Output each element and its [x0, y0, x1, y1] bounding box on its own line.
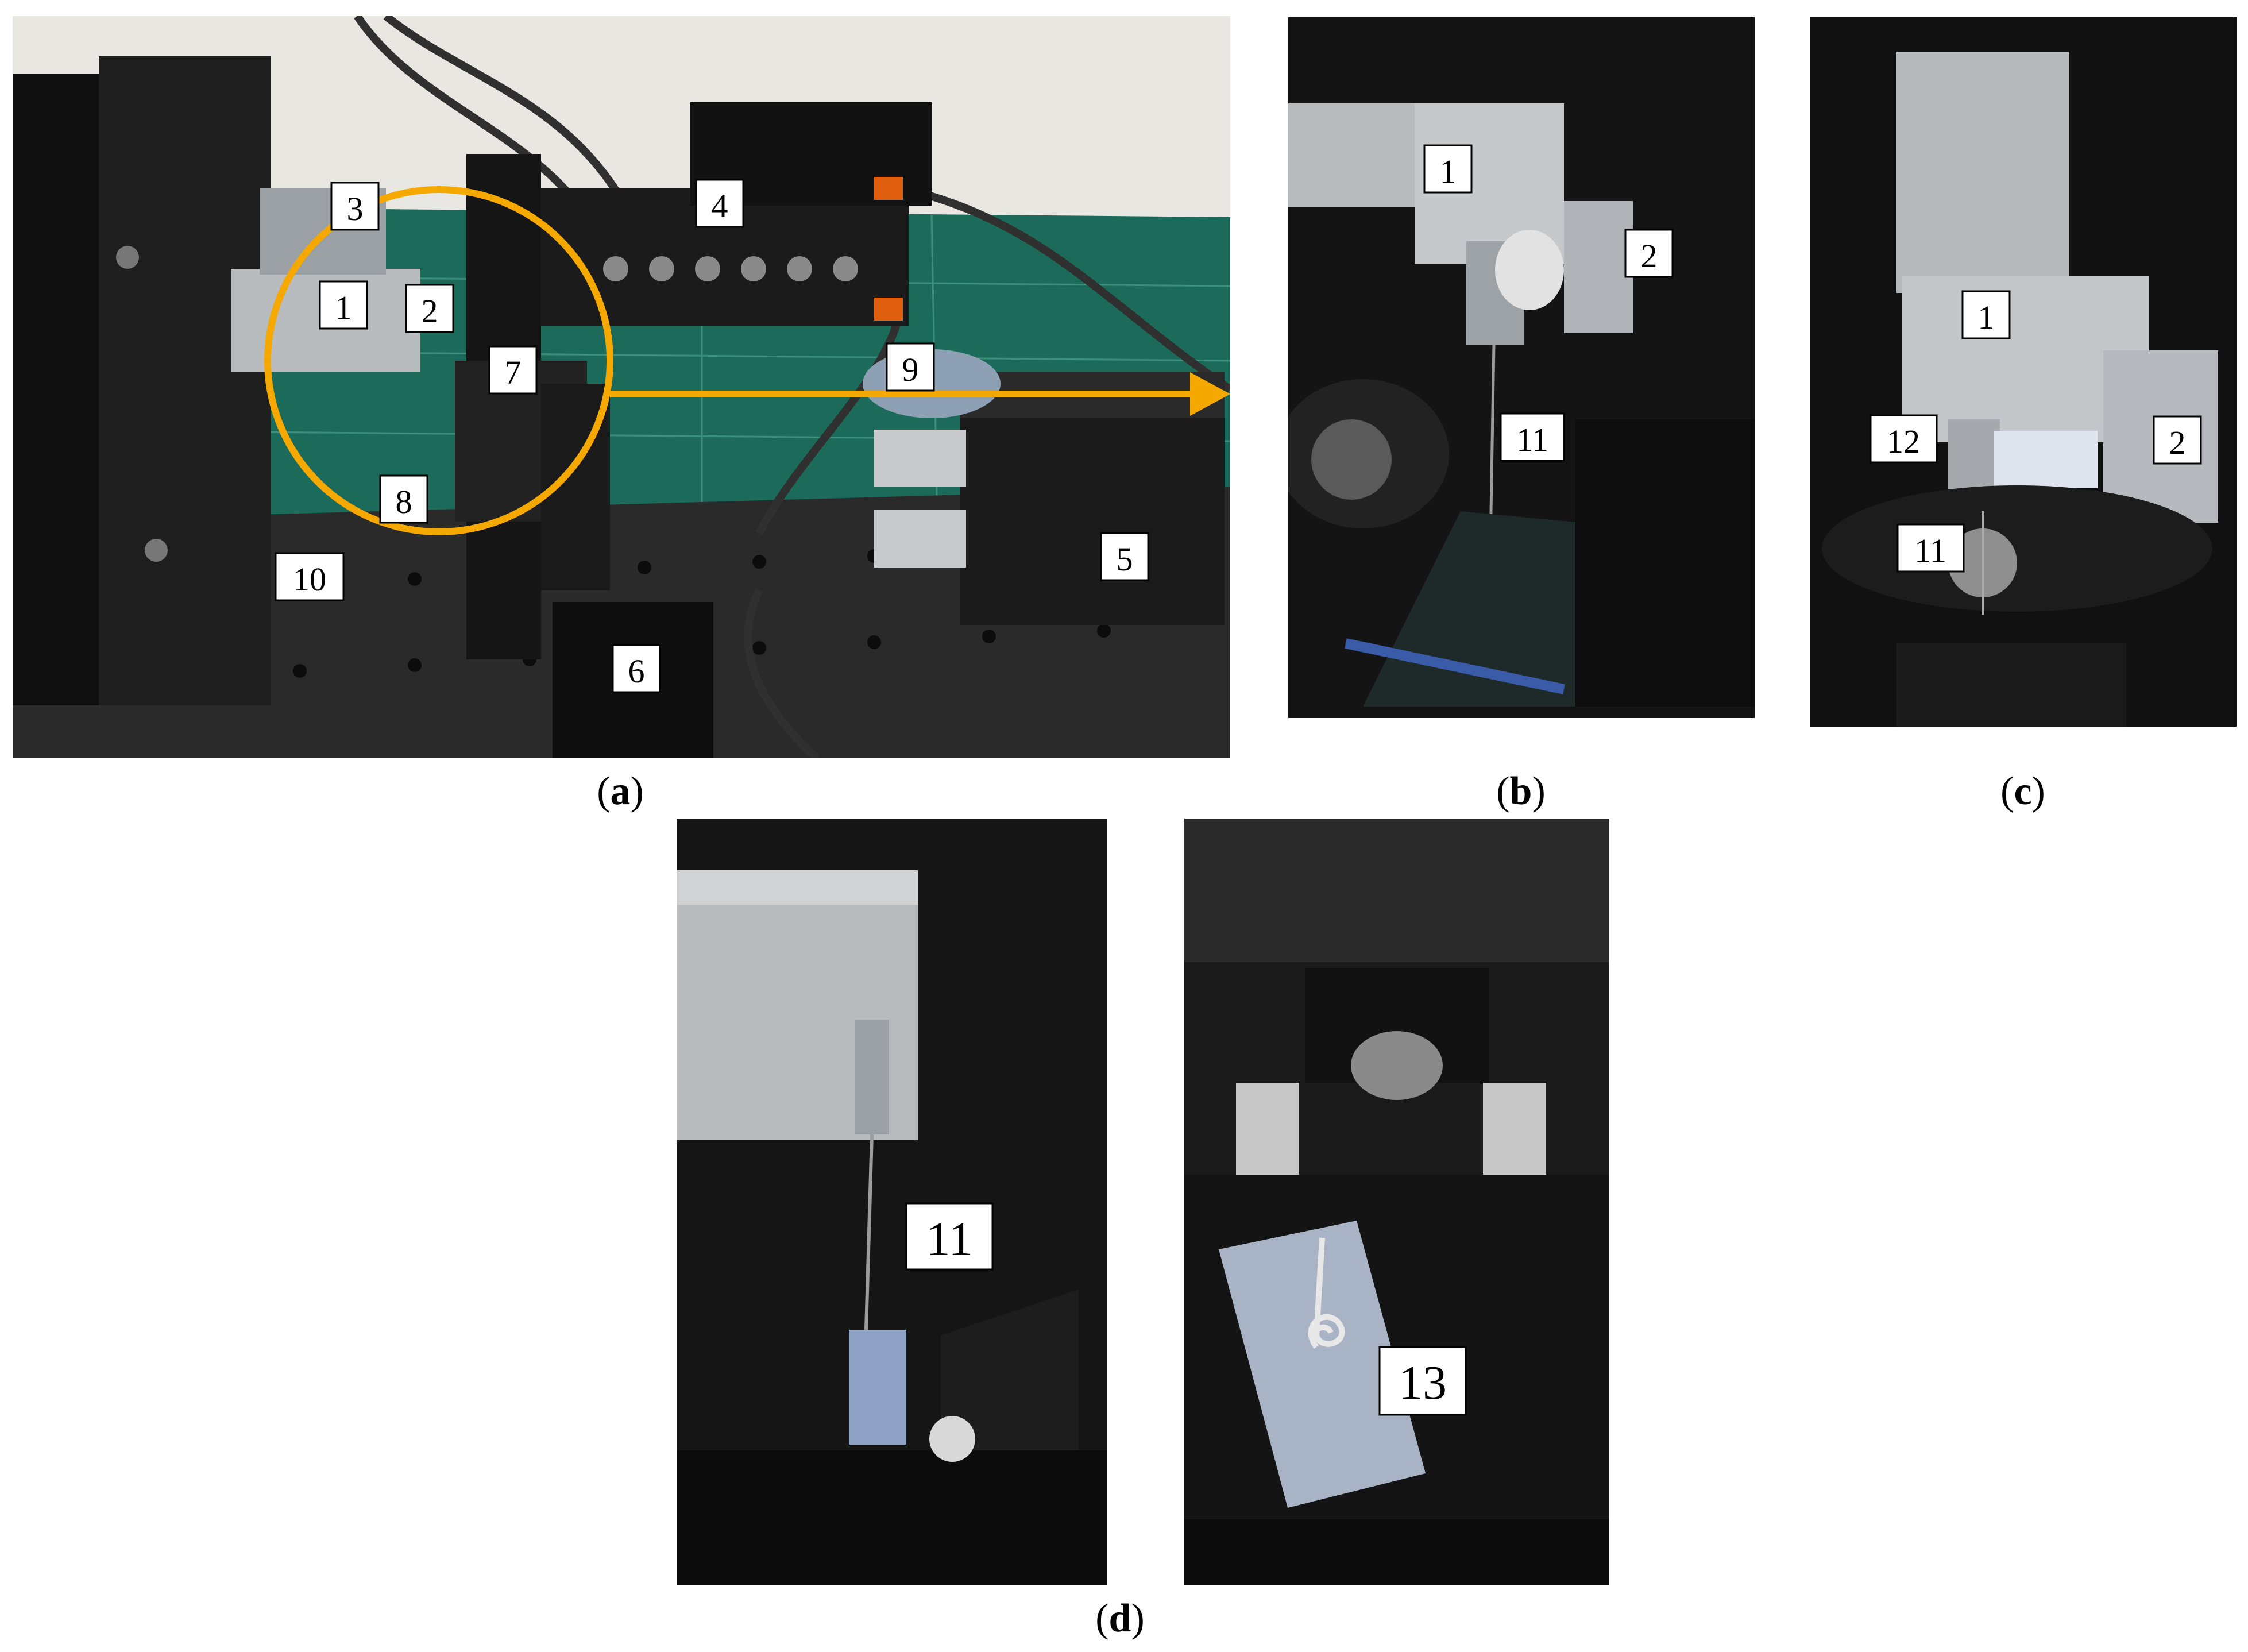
callout-12: 12: [1870, 414, 1938, 464]
svg-text:4: 4: [712, 187, 728, 225]
svg-text:3: 3: [347, 190, 364, 227]
callout-6: 6: [612, 644, 661, 693]
photo-spiral-sample: 13: [1184, 819, 1609, 1585]
svg-text:1: 1: [335, 289, 352, 326]
callout-1: 1: [1423, 144, 1473, 194]
svg-text:2: 2: [2169, 424, 2186, 461]
caption-d: (d): [1095, 1596, 1145, 1641]
photo-panel-d-right: 13: [1184, 819, 1609, 1585]
callout-13: 13: [1378, 1346, 1467, 1416]
callout-1: 1: [319, 280, 368, 330]
photo-panel-b: 1 2 11: [1288, 17, 1755, 718]
callout-2: 2: [405, 284, 454, 333]
svg-text:7: 7: [505, 354, 522, 391]
svg-text:10: 10: [293, 561, 326, 598]
svg-text:1: 1: [1440, 153, 1457, 190]
svg-text:8: 8: [396, 483, 412, 520]
callout-3: 3: [330, 182, 380, 231]
callout-8: 8: [379, 474, 428, 524]
svg-text:12: 12: [1887, 423, 1920, 460]
callout-5: 5: [1100, 532, 1149, 581]
caption-b: (b): [1496, 769, 1546, 813]
callout-7: 7: [488, 345, 538, 395]
svg-text:5: 5: [1117, 541, 1133, 578]
photo-panel-a: 1 2 3 4 5 6 7 8 9 10: [13, 16, 1230, 758]
callout-2: 2: [1624, 229, 1674, 278]
photo-tool-closeup: 1 2 11: [1288, 17, 1755, 718]
svg-text:11: 11: [926, 1213, 973, 1266]
photo-panel-d-left: 11: [677, 819, 1107, 1585]
callout-11: 11: [1500, 412, 1565, 462]
svg-text:2: 2: [1641, 237, 1658, 275]
svg-text:11: 11: [1914, 532, 1946, 569]
svg-text:2: 2: [422, 292, 438, 330]
callout-11: 11: [905, 1202, 994, 1271]
photo-wire-sample: 11: [677, 819, 1107, 1585]
svg-text:1: 1: [1978, 299, 1995, 336]
callout-9: 9: [886, 342, 935, 392]
svg-text:11: 11: [1516, 421, 1548, 458]
photo-setup-overview: 1 2 3 4 5 6 7 8 9 10: [13, 16, 1230, 758]
svg-text:13: 13: [1399, 1356, 1447, 1410]
callout-2: 2: [2153, 415, 2202, 465]
callout-10: 10: [275, 552, 345, 601]
caption-a: (a): [597, 769, 644, 813]
callout-1: 1: [1961, 290, 2011, 339]
callout-4: 4: [695, 179, 744, 228]
callout-11: 11: [1896, 523, 1965, 573]
photo-panel-c: 1 2 12 11: [1810, 17, 2237, 727]
svg-text:6: 6: [628, 653, 645, 690]
caption-c: (c): [2000, 769, 2045, 813]
svg-text:9: 9: [902, 351, 919, 388]
photo-tool-front: 1 2 12 11: [1810, 17, 2237, 727]
